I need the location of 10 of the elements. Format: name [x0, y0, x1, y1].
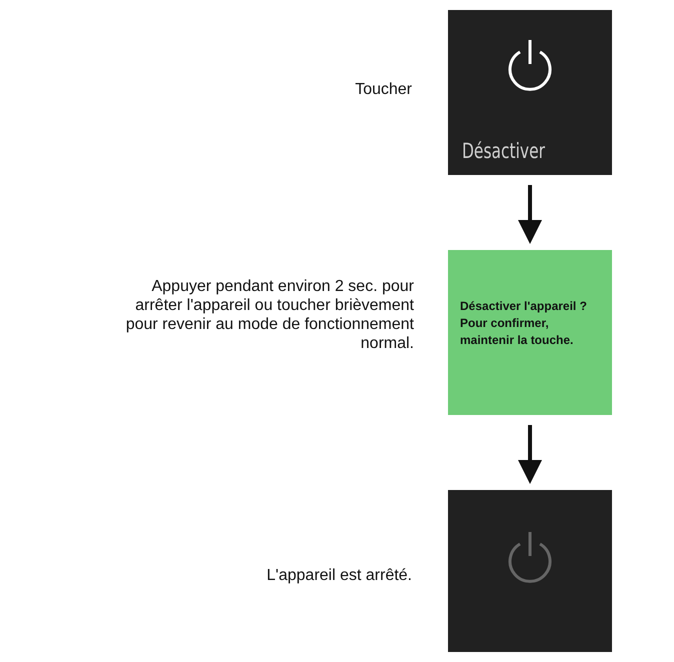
instruction-text: Appuyer pendant environ 2 sec. pour arrêter l'appareil ou toucher brièvement pour revenir au mode de fonctionnement normal.	[124, 277, 414, 353]
arrow	[518, 185, 542, 244]
instruction-text: Toucher	[354, 80, 412, 99]
message-panel	[448, 250, 612, 415]
display-panel	[448, 10, 612, 175]
instruction-text: L'appareil est arrêté.	[266, 566, 412, 585]
display-panel	[448, 490, 612, 652]
arrow	[518, 425, 542, 484]
message-text: Désactiver l'appareil ? Pour confirmer, maintenir la touche.	[460, 298, 588, 349]
button-caption: Désactiver	[462, 139, 545, 163]
